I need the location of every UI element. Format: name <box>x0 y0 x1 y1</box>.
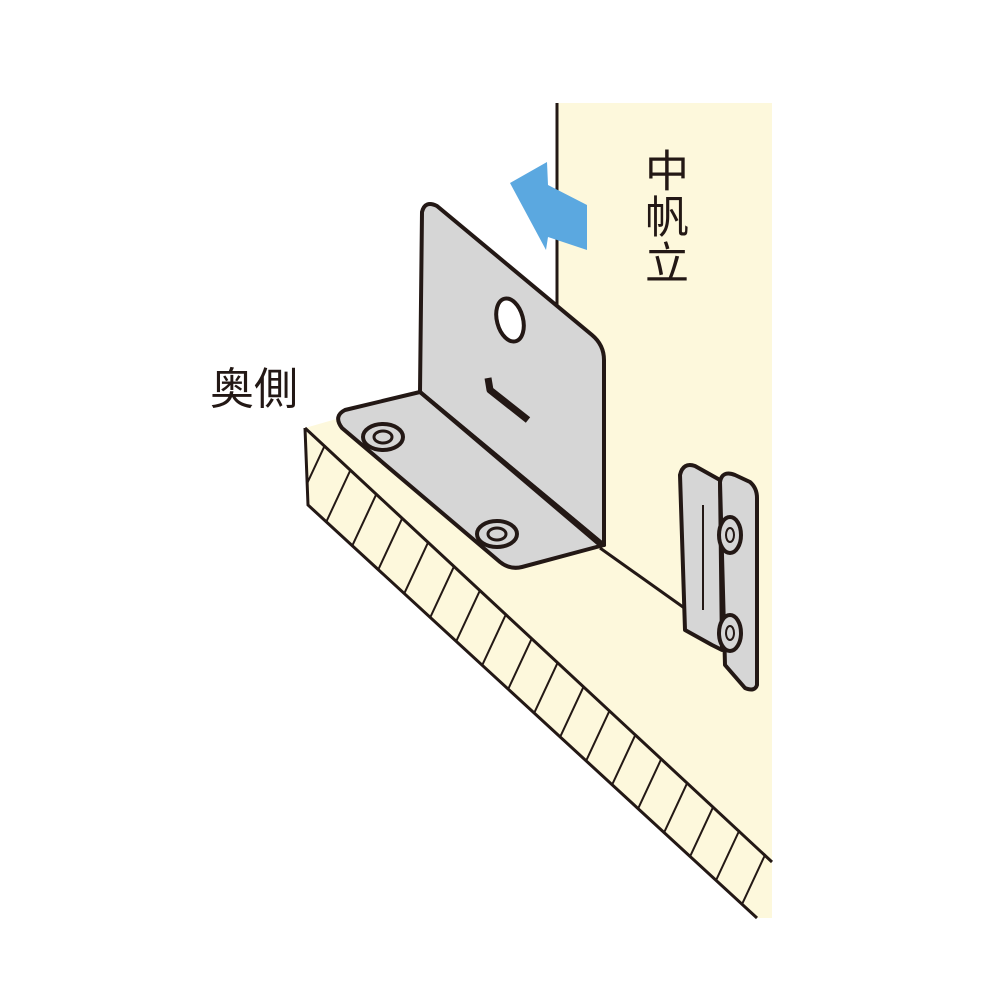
side-bracket <box>678 463 759 692</box>
brand-logo <box>484 377 531 423</box>
screw-icon <box>361 422 405 452</box>
back-side-label: 奥側 <box>210 364 298 415</box>
screw-icon <box>717 613 743 653</box>
shelf-joint-line <box>599 546 691 614</box>
screw-icon <box>475 519 519 549</box>
l-bracket <box>336 202 606 570</box>
screw-icon <box>717 515 743 555</box>
partition-label: 中帆立 <box>637 148 688 286</box>
insert-direction-arrow-icon <box>510 162 587 250</box>
